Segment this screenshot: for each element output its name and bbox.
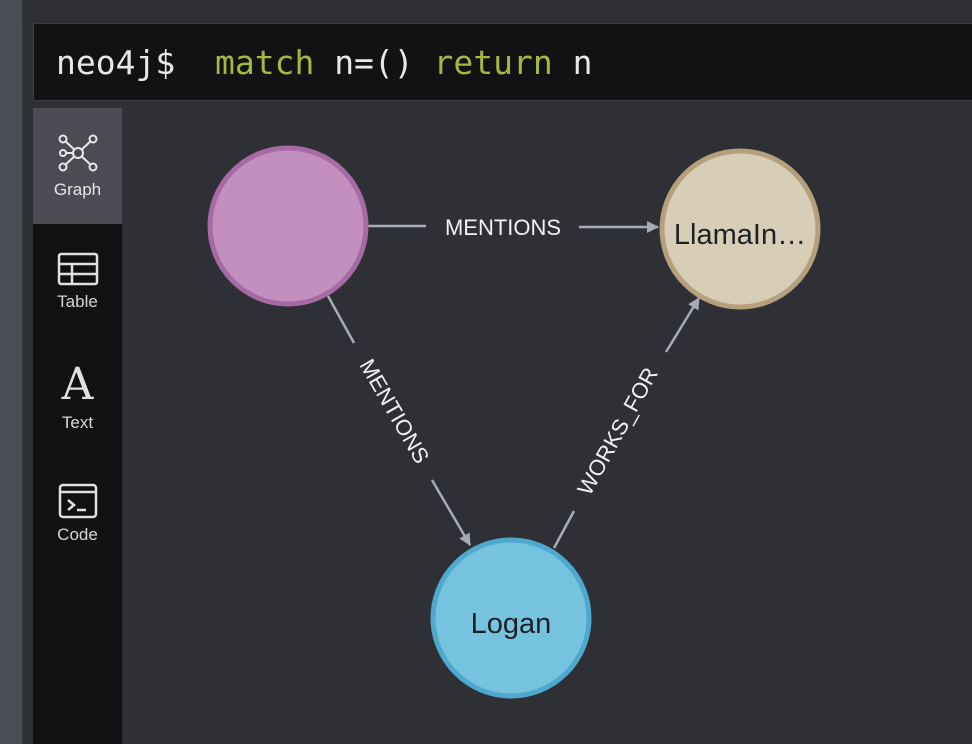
query-keyword-match: match [214,42,315,82]
query-keyword-return: return [433,42,553,82]
result-view-sidebar: Graph Table A Text [33,108,122,744]
table-icon [57,252,99,286]
relationship-mentions-to-logan[interactable]: MENTIONS [326,295,472,546]
code-icon [58,483,98,519]
sidebar-item-label: Code [57,525,98,544]
sidebar-item-graph[interactable]: Graph [33,108,122,224]
node-untitled[interactable] [207,145,369,307]
text-icon: A [61,359,94,410]
relationship-label: MENTIONS [445,215,561,240]
sidebar-item-text[interactable]: A Text [33,340,122,456]
sidebar-item-code[interactable]: Code [33,456,122,572]
sidebar-item-label: Text [61,413,94,432]
query-editor[interactable]: neo4j$ match n=() return n [33,23,972,101]
graph-svg[interactable]: MENTIONS MENTIONS WORKS_FOR [122,108,972,744]
sidebar-item-table[interactable]: Table [33,224,122,340]
sidebar-item-label: Table [57,292,98,311]
top-band [22,0,972,22]
query-return-var: n [572,42,593,82]
relationship-label: MENTIONS [355,355,435,468]
node-caption: Logan [471,608,552,640]
query-pattern: n=() [334,42,414,82]
sidebar-item-label: Graph [53,180,102,199]
editor-prompt: neo4j$ [56,42,176,82]
graph-icon [57,132,99,174]
left-edge-strip [0,0,23,744]
relationship-mentions-to-llamain[interactable]: MENTIONS [368,215,659,240]
relationship-works-for[interactable]: WORKS_FOR [552,297,701,549]
graph-canvas[interactable]: MENTIONS MENTIONS WORKS_FOR [122,108,972,744]
node-logan[interactable]: Logan [430,537,592,699]
node-caption: LlamaIn… [674,219,806,251]
relationship-label: WORKS_FOR [572,363,663,499]
node-llamaindex[interactable]: LlamaIn… [659,148,821,310]
